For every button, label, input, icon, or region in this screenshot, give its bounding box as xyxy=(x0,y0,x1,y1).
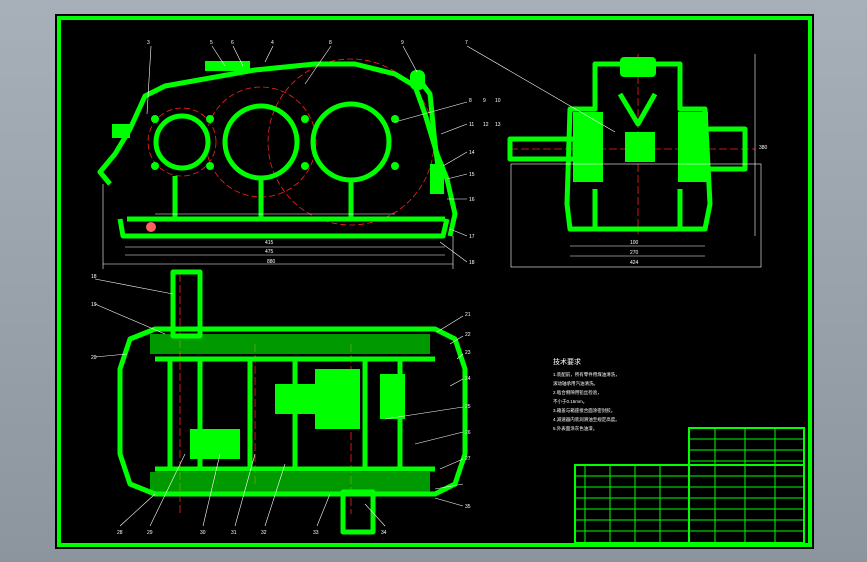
svg-text:14: 14 xyxy=(469,150,475,156)
svg-text:32: 32 xyxy=(261,530,267,536)
svg-text:33: 33 xyxy=(313,530,319,536)
svg-text:16: 16 xyxy=(469,197,475,203)
svg-text:7: 7 xyxy=(465,40,468,46)
svg-text:34: 34 xyxy=(381,530,387,536)
svg-text:29: 29 xyxy=(147,530,153,536)
tech-req-line: 2.啮合侧隙用铅丝检验， xyxy=(553,389,602,396)
svg-text:4: 4 xyxy=(271,40,274,46)
tech-req-title: 技术要求 xyxy=(553,357,581,366)
side-view: 3 5 6 4 8 9 8 9 10 11 12 13 14 15 16 17 18 415 475 88… xyxy=(97,40,501,269)
tech-req-line: 滚动轴承用汽油清洗。 xyxy=(553,380,598,387)
svg-text:31: 31 xyxy=(231,530,237,536)
svg-text:5: 5 xyxy=(210,40,213,46)
svg-text:19: 19 xyxy=(91,302,97,308)
svg-text:12: 12 xyxy=(483,122,489,128)
tech-req-line: 4.减速器内装润滑油至规定高度。 xyxy=(553,416,620,423)
svg-text:26: 26 xyxy=(465,430,471,436)
tech-req-line: 1.装配前，所有零件用煤油清洗， xyxy=(553,371,620,378)
technical-requirements: 技术要求 1.装配前，所有零件用煤油清洗， 滚动轴承用汽油清洗。 2.啮合侧隙用铅… xyxy=(553,357,620,432)
svg-text:17: 17 xyxy=(469,234,475,240)
svg-text:100: 100 xyxy=(630,240,639,246)
svg-text:880: 880 xyxy=(267,259,276,265)
svg-text:18: 18 xyxy=(469,260,475,266)
end-view: 7 100 270 424 380 xyxy=(465,40,768,268)
svg-text:28: 28 xyxy=(117,530,123,536)
svg-text:8: 8 xyxy=(469,98,472,104)
drawing-border xyxy=(57,16,812,547)
svg-text:22: 22 xyxy=(465,332,471,338)
svg-text:20: 20 xyxy=(91,355,97,361)
svg-text:8: 8 xyxy=(329,40,332,46)
svg-text:30: 30 xyxy=(200,530,206,536)
svg-text:424: 424 xyxy=(630,260,639,266)
svg-text:35: 35 xyxy=(465,504,471,510)
svg-text:13: 13 xyxy=(495,122,501,128)
tech-req-line: 5.外表面涂灰色油漆。 xyxy=(553,425,597,432)
title-block xyxy=(574,427,805,544)
svg-text:380: 380 xyxy=(759,145,768,151)
svg-text:21: 21 xyxy=(465,312,471,318)
svg-text:27: 27 xyxy=(465,456,471,462)
svg-text:23: 23 xyxy=(465,350,471,356)
svg-text:11: 11 xyxy=(469,122,474,128)
svg-text:10: 10 xyxy=(495,98,501,104)
tech-req-line: 不小于0.16mm。 xyxy=(553,398,587,405)
svg-text:9: 9 xyxy=(401,40,404,46)
svg-text:6: 6 xyxy=(231,40,234,46)
plan-view: 18 19 20 21 22 23 24 25 26 27 28 29 30 31 32 33 34… xyxy=(91,269,471,536)
svg-text:18: 18 xyxy=(91,274,97,280)
svg-text:24: 24 xyxy=(465,376,471,382)
svg-text:9: 9 xyxy=(483,98,486,104)
svg-text:270: 270 xyxy=(630,250,639,256)
svg-text:25: 25 xyxy=(465,404,471,410)
tech-req-line: 3.箱盖与箱座接合面涂密封胶。 xyxy=(553,407,615,414)
svg-text:415: 415 xyxy=(265,240,274,246)
svg-text:15: 15 xyxy=(469,172,475,178)
svg-text:475: 475 xyxy=(265,249,274,255)
svg-text:3: 3 xyxy=(147,40,150,46)
